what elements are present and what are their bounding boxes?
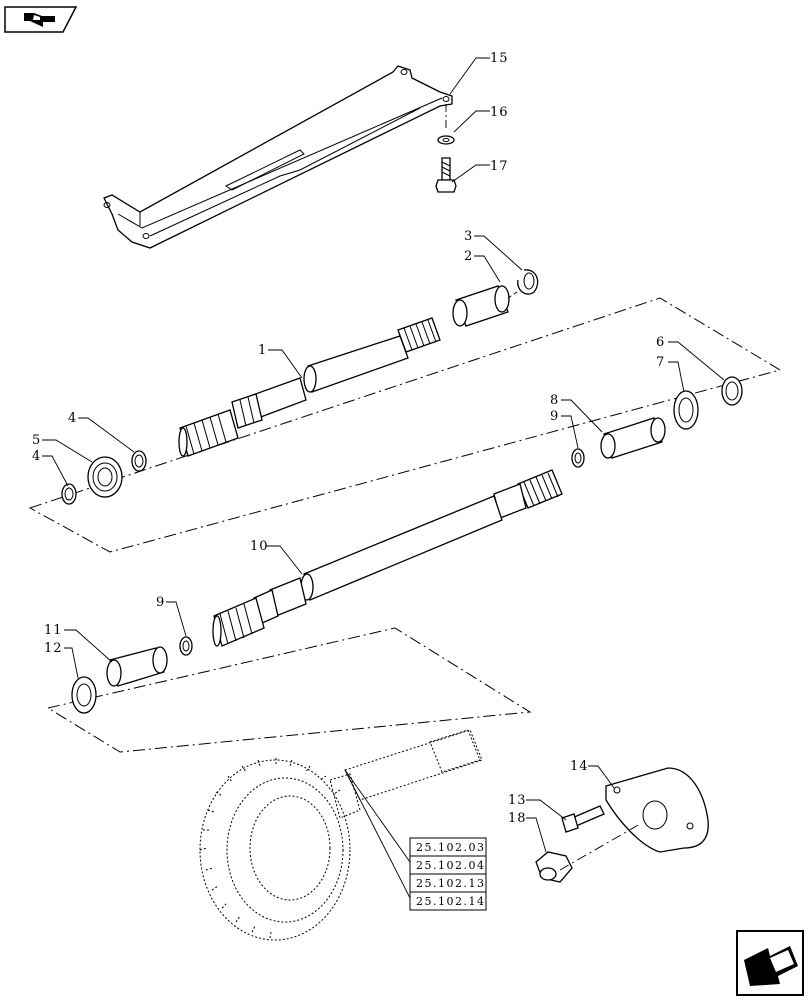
assembly-plane-lower [46, 627, 532, 753]
callout-7: 7 [656, 355, 665, 370]
output-shaft [212, 469, 563, 647]
callout-1: 1 [258, 343, 267, 358]
previous-page-arrow-icon[interactable] [4, 6, 78, 33]
callout-14: 14 [570, 759, 589, 774]
callout-2: 2 [464, 249, 473, 264]
next-page-arrow-icon[interactable] [736, 930, 804, 996]
reference-link[interactable]: 25.102.03 [416, 841, 485, 854]
hex-bolt [561, 805, 605, 833]
callout-15: 15 [490, 51, 509, 66]
coupling-sleeve [600, 417, 666, 459]
callout-6: 6 [656, 335, 665, 350]
pinion-and-ring-gear-reference [199, 729, 483, 941]
snap-ring [721, 376, 743, 406]
hex-nut [535, 851, 573, 883]
coupling-sleeve [452, 285, 510, 327]
assembly-plane-upper [28, 297, 782, 553]
callout-4-lower: 4 [32, 449, 41, 464]
snap-ring [61, 483, 77, 505]
snap-ring [179, 636, 193, 656]
callout-9-upper: 9 [550, 409, 559, 424]
reference-link[interactable]: 25.102.04 [416, 859, 485, 872]
ball-bearing [87, 456, 123, 498]
retaining-plate [605, 767, 709, 853]
callout-4-upper: 4 [68, 411, 77, 426]
reference-table: 25.102.03 25.102.04 25.102.13 25.102.14 [409, 837, 487, 911]
washer [437, 135, 455, 145]
callout-8: 8 [550, 393, 559, 408]
callout-17: 17 [490, 159, 509, 174]
support-bracket [103, 65, 453, 249]
thrust-washer [71, 676, 97, 714]
thrust-washer [673, 390, 699, 430]
callout-13: 13 [508, 793, 527, 808]
reference-link[interactable]: 25.102.14 [416, 895, 485, 908]
input-shaft [178, 317, 441, 457]
callout-3: 3 [464, 229, 473, 244]
callout-11: 11 [44, 623, 63, 638]
reference-link[interactable]: 25.102.13 [416, 877, 485, 890]
coupling-sleeve [106, 646, 168, 687]
callout-12: 12 [44, 641, 63, 656]
callout-16: 16 [490, 105, 509, 120]
snap-ring [517, 269, 539, 295]
callout-10: 10 [250, 539, 269, 554]
callout-9-lower: 9 [156, 595, 165, 610]
callout-18: 18 [508, 811, 527, 826]
hex-bolt [435, 157, 457, 193]
leader-lines [42, 57, 725, 899]
snap-ring [131, 450, 147, 472]
snap-ring [571, 448, 585, 468]
callout-5: 5 [32, 433, 41, 448]
